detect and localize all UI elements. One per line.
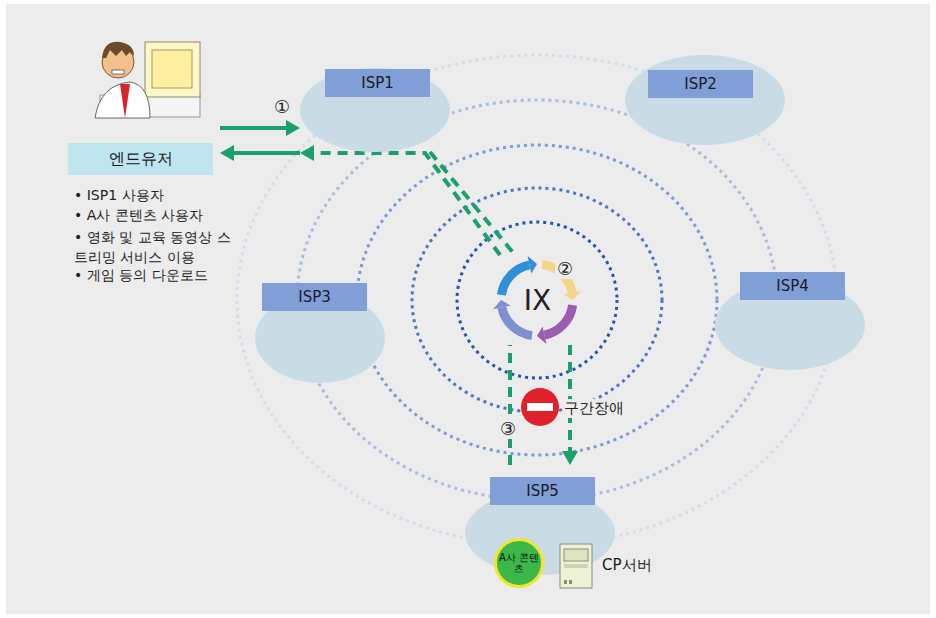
panel [6,4,930,614]
callout-number: ① [272,96,292,117]
traffic-path [300,145,500,255]
isp-network: ISP4 [715,270,865,370]
server-icon [556,540,596,590]
end-user-figure [95,42,200,118]
traffic-path [220,120,300,136]
traffic-path [220,145,300,161]
isp-label: ISP1 [325,69,430,97]
callout-number: ② [555,258,575,279]
user-note: • ISP1 사용자 [74,187,164,205]
content-badge: A사 콘텐츠 [494,538,544,588]
isp-network: ISP5A사 콘텐츠CP서버 [465,465,615,575]
cp-server: CP서버 [556,540,646,590]
isp-label: ISP5 [490,477,595,505]
content-label: A사 콘텐츠 [497,541,541,585]
user-label: 엔드유저 [68,143,213,175]
isp-label: ISP3 [262,283,367,311]
isp-label: ISP2 [648,70,753,98]
isp-network: ISP2 [625,45,785,145]
isp-label: ISP4 [740,272,845,300]
callout-number: ③ [498,418,518,439]
fault-label: 구간장애 [564,399,624,418]
user-note: • 영화 및 교육 동영상 스트리밍 서비스 이용 [74,227,244,267]
fault-sign [521,388,559,426]
user-note: • 게임 등의 다운로드 [74,267,208,285]
isp-network: ISP3 [255,283,385,383]
end-user: 엔드유저 [68,20,220,177]
server-label: CP서버 [602,556,652,575]
traffic-path [510,345,511,465]
traffic-path [430,152,515,255]
user-note: • A사 콘텐츠 사용자 [74,207,203,225]
isp-network: ISP1 [300,62,450,152]
